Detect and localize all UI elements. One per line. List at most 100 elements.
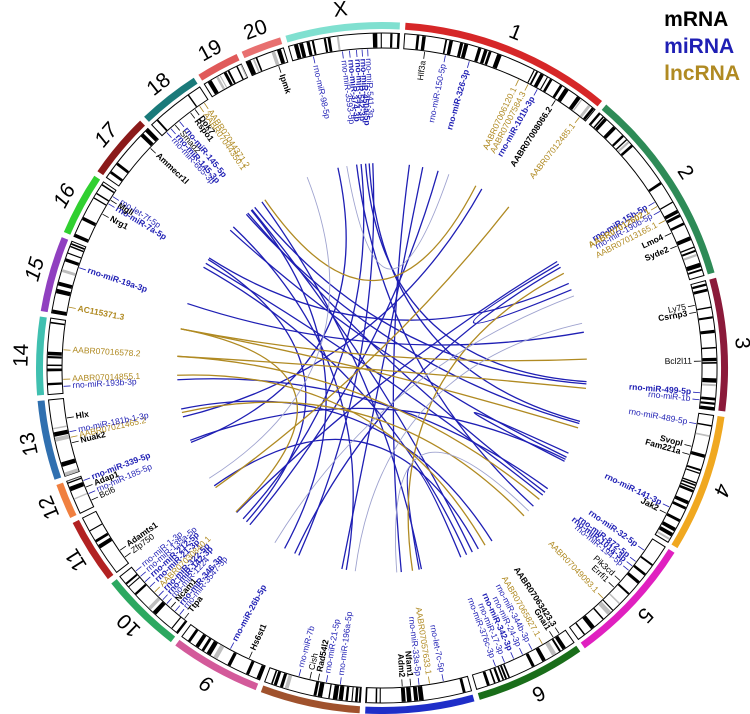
- chromosome-label-8: 8: [298, 708, 314, 714]
- karyotype-bands-1: [415, 35, 595, 121]
- karyotype-bands-12: [67, 476, 88, 500]
- chromosome-label-20: 20: [240, 15, 270, 45]
- gene-label: rno-miR-489-5p: [628, 406, 689, 426]
- link-29: [472, 263, 572, 324]
- link-31: [406, 465, 462, 570]
- karyotype-bands-11: [89, 523, 113, 549]
- link-44: [354, 322, 583, 572]
- chromosome-label-3: 3: [730, 337, 750, 350]
- legend: mRNA miRNA lncRNA: [664, 6, 740, 87]
- gene-Hlx: Hlx: [66, 409, 90, 421]
- gene-Adm2: Adm2: [396, 653, 407, 687]
- gene-rno-miR-150-5p: rno-miR-150-5p: [426, 55, 448, 123]
- link-15: [213, 438, 479, 550]
- gene-label: rno-miR-541-3p: [364, 58, 377, 118]
- chromosome-color-arc-20: [241, 37, 283, 59]
- link-8: [236, 260, 558, 513]
- chromosome-label-19: 19: [194, 35, 225, 66]
- karyotype-bands-9: [187, 629, 265, 680]
- link-4: [355, 164, 534, 507]
- link-36: [177, 355, 587, 390]
- chromosome-color-arc-19: [198, 54, 240, 81]
- link-38: [264, 185, 477, 282]
- gene-Hlf3a: Hlf3a: [415, 51, 428, 81]
- chromosome-label-6: 6: [528, 680, 549, 706]
- gene-label: Nfam1: [403, 650, 415, 677]
- gene-Ipmk: Ipmk: [278, 66, 294, 95]
- link-21: [181, 400, 493, 542]
- link-30: [473, 411, 569, 462]
- gene-rno-miR-489-5p: rno-miR-489-5p: [628, 406, 697, 426]
- chromosome-color-arc-8: [260, 685, 361, 714]
- gene-AABR07016578.2: AABR07016578.2: [63, 345, 141, 358]
- link-26: [251, 209, 473, 553]
- chromosome-color-arc-4: [671, 416, 725, 549]
- gene-rno-miR-541-3p: rno-miR-541-3p: [364, 49, 377, 118]
- chromosome-color-arc-10: [111, 579, 176, 643]
- gene-label: rno-miR-193b-3p: [72, 376, 137, 390]
- chromosome-color-arc-7: [365, 694, 475, 714]
- link-28: [392, 164, 411, 573]
- gene-label: Hlx: [75, 409, 90, 421]
- chromosome-label-13: 13: [15, 430, 42, 458]
- gene-label: Csrnp3: [657, 308, 688, 323]
- link-20: [189, 407, 566, 460]
- gene-rno-miR-326-3p: rno-miR-326-3p: [444, 61, 471, 131]
- gene-rno-miR-141-3p: rno-miR-141-3p: [603, 471, 670, 508]
- gene-AC115371.3: AC115371.3: [68, 303, 125, 322]
- link-23: [187, 302, 584, 346]
- gene-Hs6st1: Hs6st1: [248, 622, 269, 659]
- chromosome-label-11: 11: [61, 544, 92, 575]
- gene-Ly75: Ly75: [667, 301, 695, 315]
- chromosome-color-arc-5: [580, 549, 675, 649]
- link-11: [229, 229, 567, 458]
- gene-label: Hs6st1: [248, 622, 269, 652]
- link-45: [395, 451, 530, 573]
- gene-label: rno-miR-542-3p: [353, 59, 368, 122]
- gene-rno-miR-499-5p: rno-miR-499-5p: [629, 381, 701, 396]
- karyotype-5: [568, 538, 666, 641]
- chromosome-label-5: 5: [633, 603, 658, 627]
- gene-Bcl2l11: Bcl2l11: [665, 356, 701, 367]
- link-33: [180, 328, 579, 429]
- gene-AABR07014855.1: AABR07014855.1: [63, 371, 141, 383]
- karyotype-bands-7: [365, 678, 466, 703]
- gene-rno-miR-19a-3p: rno-miR-19a-3p: [79, 265, 149, 294]
- karyotype-15: [51, 240, 87, 316]
- link-0: [242, 164, 365, 520]
- chromosome-color-arc-13: [37, 400, 62, 480]
- chromosome-color-arc-1: [405, 22, 603, 107]
- gene-label: rno-miR-450a-5p: [358, 58, 372, 126]
- chromosome-label-2: 2: [673, 161, 699, 183]
- karyotype-16: [73, 181, 117, 243]
- karyotype-3: [690, 280, 718, 411]
- gene-label: rno-miR-326-3p: [444, 68, 471, 131]
- gene-label: rno-miR-150-5p: [426, 63, 448, 124]
- link-19: [207, 258, 307, 523]
- karyotype-bands-X: [293, 33, 400, 59]
- karyotype-bands-16: [74, 184, 115, 243]
- karyotype-bands-2: [589, 113, 703, 275]
- karyotype-bands-15: [52, 243, 85, 316]
- chromosome-color-arc-18: [144, 77, 198, 122]
- gene-rno-miR-193b-3p: rno-miR-193b-3p: [63, 376, 137, 390]
- gene-Csrnp3: Csrnp3: [657, 308, 697, 323]
- link-layer: [177, 163, 587, 573]
- chromosome-color-arc-12: [56, 482, 77, 519]
- karyotype-bands-8: [271, 670, 362, 702]
- gene-label: Adm2: [396, 653, 407, 677]
- karyotype-18: [150, 86, 209, 137]
- karyotype-bands-4: [655, 422, 712, 543]
- link-32: [180, 328, 299, 513]
- link-40: [181, 401, 525, 517]
- gene-label: Hlf3a: [415, 60, 428, 81]
- gene-label: Bcl2l11: [665, 356, 693, 367]
- karyotype-bands-20: [246, 49, 286, 76]
- chromosome-label-12: 12: [34, 492, 64, 522]
- link-16: [261, 201, 423, 570]
- legend-mrna: mRNA: [664, 8, 729, 31]
- link-5: [249, 170, 439, 526]
- karyotype-17: [105, 127, 159, 187]
- link-2: [368, 163, 581, 422]
- link-24: [208, 257, 570, 321]
